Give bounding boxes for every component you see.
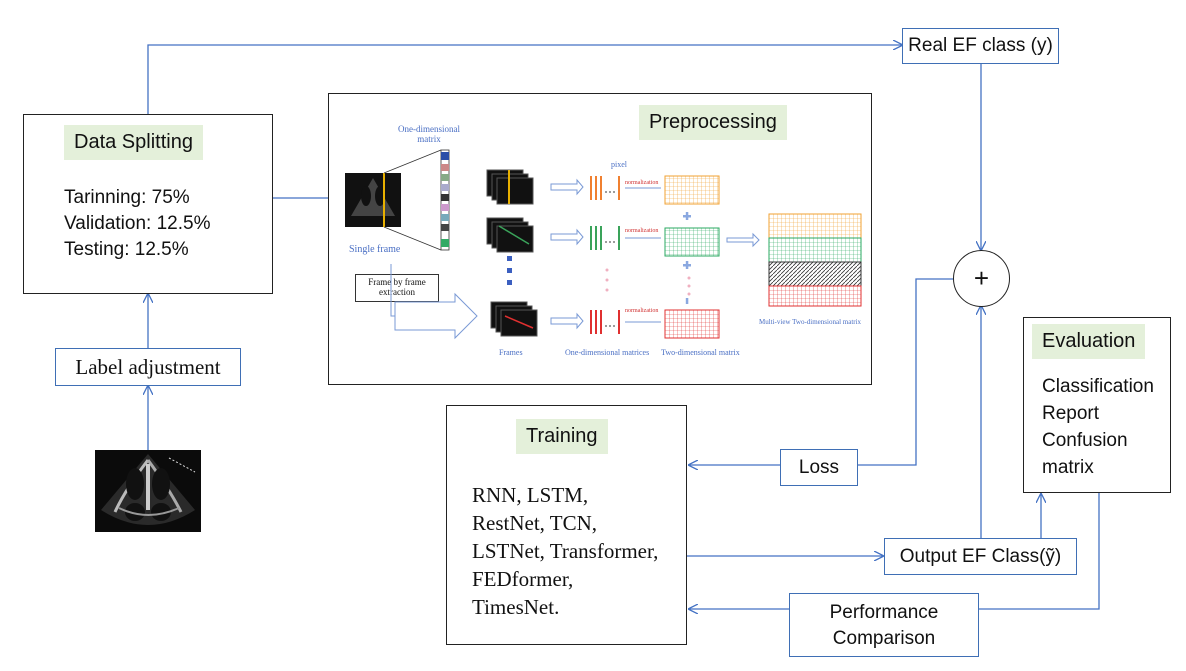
one-dim-matrix-label: One-dimensional matrix xyxy=(398,124,460,144)
data-splitting-line-2: Validation: 12.5% xyxy=(64,213,211,234)
frame-stack-2 xyxy=(486,217,534,253)
data-splitting-line-3: Testing: 12.5% xyxy=(64,239,189,260)
real-ef-class-box: Real EF class (y) xyxy=(902,28,1059,64)
data-splitting-line-1: Tarinning: 75% xyxy=(64,187,190,208)
evaluation-line-3: Confusion xyxy=(1042,430,1128,451)
arrow-sum-to-loss xyxy=(858,278,953,466)
performance-line-2: Comparison xyxy=(832,628,936,649)
normalization-label-2: normalization xyxy=(625,228,659,234)
frames-label: Frames xyxy=(499,348,523,357)
two-dim-matrix-label: Two-dimensional matrix xyxy=(661,348,740,357)
evaluation-title: Evaluation xyxy=(1032,324,1146,359)
training-line-5: TimesNet. xyxy=(472,595,560,619)
sum-symbol: + xyxy=(973,263,990,293)
normalization-label-3: normalization xyxy=(625,308,659,314)
preprocessing-title: Preprocessing xyxy=(639,105,787,140)
training-line-3: LSTNet, Transformer, xyxy=(472,539,659,563)
evaluation-line-2: Report xyxy=(1042,403,1100,424)
preprocessing-graphics xyxy=(345,149,862,340)
one-dim-column xyxy=(440,149,450,251)
one-dim-matrices-label: One-dimensional matrices xyxy=(565,348,650,357)
output-ef-class-box: Output EF Class(ỹ) xyxy=(884,538,1077,575)
frame-stack-1 xyxy=(486,169,534,205)
evaluation-line-4: matrix xyxy=(1042,457,1094,478)
training-line-4: FEDformer, xyxy=(472,567,574,591)
label-adjustment-box: Label adjustment xyxy=(55,348,241,386)
training-line-2: RestNet, TCN, xyxy=(472,511,598,535)
sum-node: + xyxy=(953,250,1010,307)
normalization-label-1: normalization xyxy=(625,180,659,186)
echo-sector xyxy=(101,454,196,525)
training-box: Training RNN, LSTM, RestNet, TCN, LSTNet… xyxy=(446,405,687,645)
multi-view-label: Multi-view Two-dimensional matrix xyxy=(759,318,862,326)
evaluation-box: Evaluation Classification Report Confusi… xyxy=(1023,317,1171,493)
arrow-eval-to-perf xyxy=(979,493,1100,610)
frame-stack-3 xyxy=(490,301,538,337)
data-splitting-box: Data Splitting Tarinning: 75% Validation… xyxy=(23,114,273,294)
preprocessing-box: Preprocessing One-dimensional matrix Sin… xyxy=(328,93,872,385)
training-line-1: RNN, LSTM, xyxy=(472,483,589,507)
data-splitting-title: Data Splitting xyxy=(64,125,203,160)
arrow-split-to-real xyxy=(147,45,902,114)
performance-comparison-box: Performance Comparison xyxy=(789,593,979,657)
training-title: Training xyxy=(516,419,608,454)
single-frame-label: Single frame xyxy=(349,244,401,255)
echo-image xyxy=(95,450,201,532)
loss-box: Loss xyxy=(780,449,858,486)
pixel-label: pixel xyxy=(611,160,627,169)
evaluation-line-1: Classification xyxy=(1042,376,1154,397)
frame-by-frame-box: Frame by frame extraction xyxy=(355,274,439,302)
performance-line-1: Performance xyxy=(829,602,939,623)
